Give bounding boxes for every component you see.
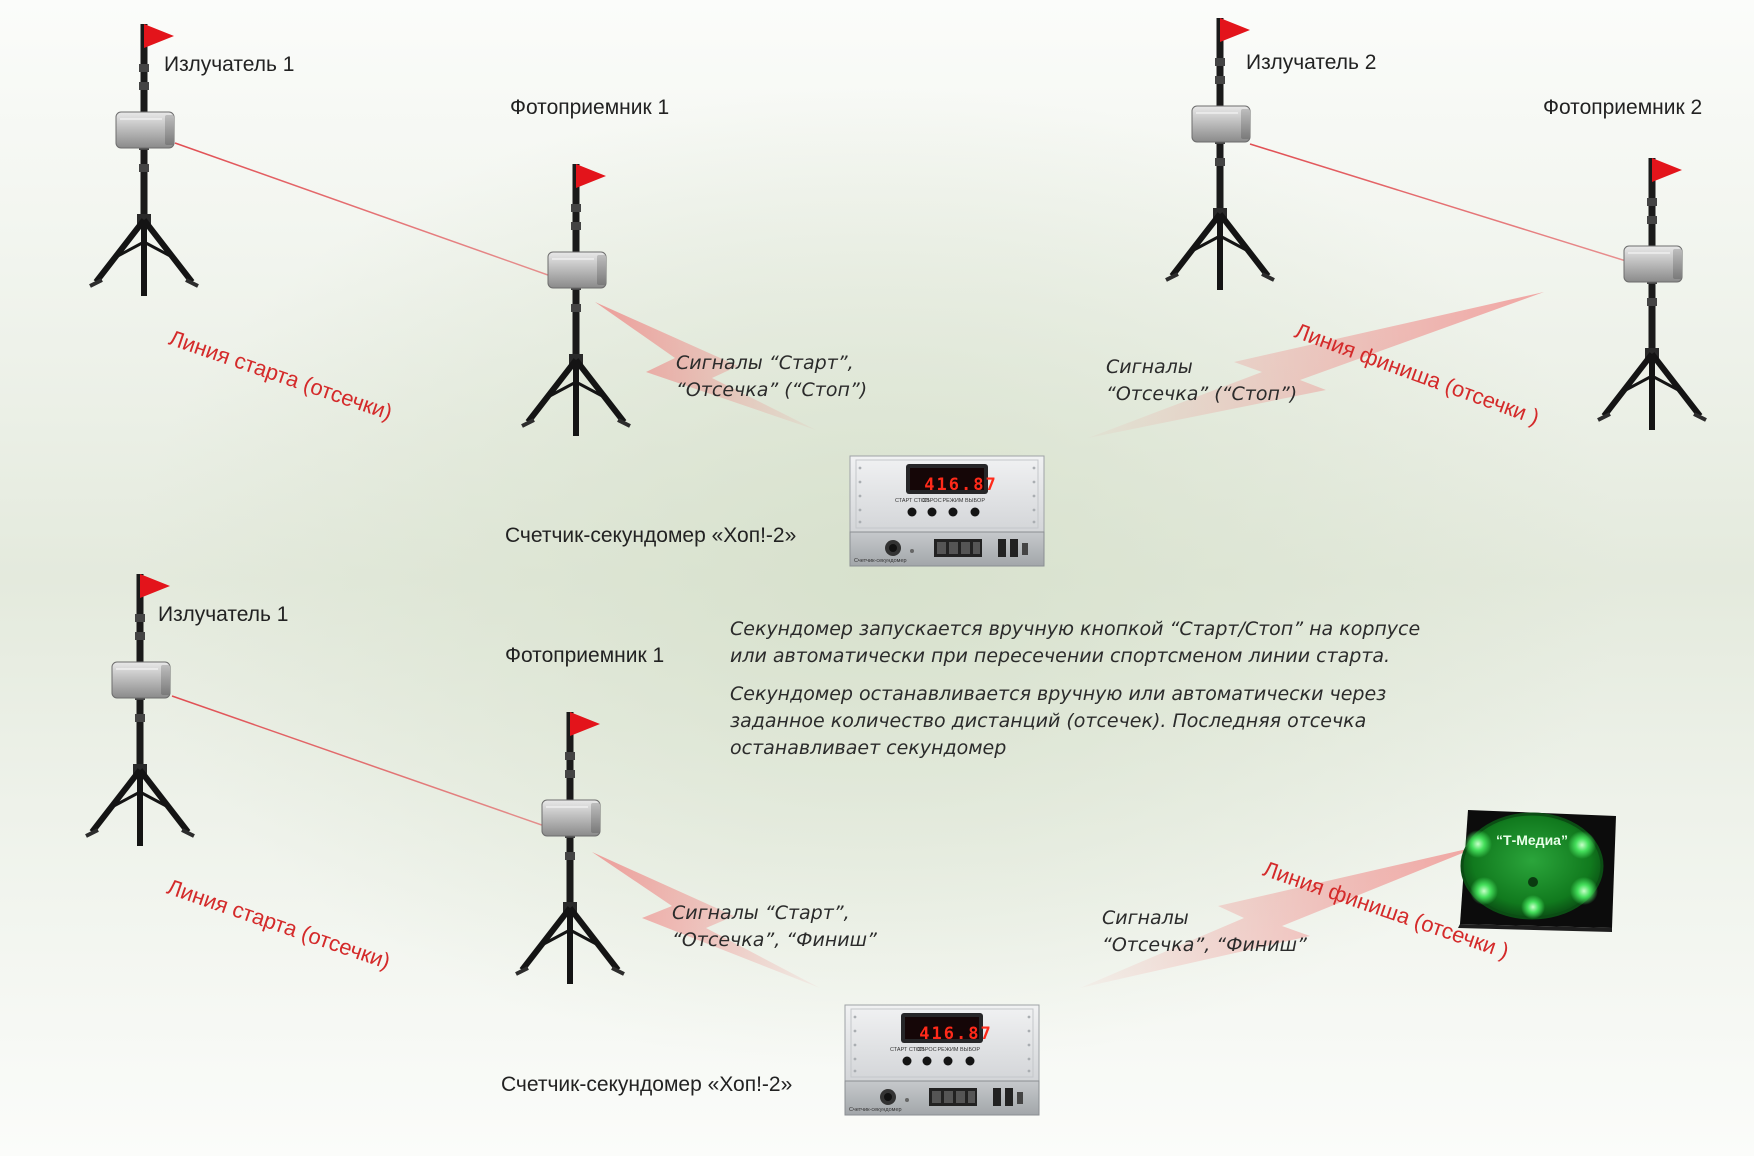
laser-beam-start-top <box>174 142 563 281</box>
finish-pad-led <box>1521 895 1545 919</box>
signals-left-bottom: Сигналы “Старт”, “Отсечка”, “Финиш” <box>672 900 877 954</box>
btn-label-reset-bottom: СБРОС <box>917 1047 936 1053</box>
btn-label-start-top: СТАРТ СТОП <box>895 498 929 504</box>
emitter1-label-top: Излучатель 1 <box>164 53 295 76</box>
receiver2-label-top: Фотоприемник 2 <box>1543 96 1703 119</box>
btn-label-select-bottom: ВЫБОР <box>960 1047 980 1053</box>
btn-label-reset-top: СБРОС <box>922 498 941 504</box>
timer-device-bottom <box>844 1004 1040 1116</box>
signals-left-top-line2: “Отсечка” (“Стоп”) <box>676 379 868 401</box>
laser-beam-start-bottom <box>171 695 557 831</box>
emitter2-label-top: Излучатель 2 <box>1246 51 1377 74</box>
finish-pad-base-edge <box>1458 924 1612 932</box>
counter-label-bottom: Счетчик-секундомер «Хоп!-2» <box>501 1073 793 1096</box>
receiver1-label-top: Фотоприемник 1 <box>510 96 670 119</box>
description-p1-line2: или автоматически при пересечении спортс… <box>730 645 1391 667</box>
signal-bolt-finish-bottom <box>1080 846 1480 988</box>
laser-beam-finish-top <box>1249 143 1656 271</box>
device-caption-top: Счетчик-секундомер <box>854 558 907 564</box>
btn-label-start-bottom: СТАРТ СТОП <box>890 1047 924 1053</box>
signals-right-bottom-line1: Сигналы <box>1102 907 1189 929</box>
finish-pad-led <box>1470 877 1498 905</box>
description-p2-line3: останавливает секундомер <box>730 737 1007 759</box>
signals-left-bottom-line1: Сигналы “Старт”, <box>672 902 850 924</box>
signal-bolt-start-top <box>595 302 816 430</box>
receiver2-tripod-top <box>1598 158 1706 430</box>
signals-right-top: Сигналы “Отсечка” (“Стоп”) <box>1106 354 1297 408</box>
receiver1-label-bottom: Фотоприемник 1 <box>505 644 665 667</box>
finish-pad-sensor <box>1528 877 1538 887</box>
finish-pad-led <box>1464 830 1492 858</box>
timer-display-bottom: 416.87 <box>919 1024 992 1044</box>
counter-label-top: Счетчик-секундомер «Хоп!-2» <box>505 524 797 547</box>
finish-pad-led <box>1568 831 1596 859</box>
device-caption-bottom: Счетчик-секундомер <box>849 1107 902 1113</box>
description-paragraph-2: Секундомер останавливается вручную или а… <box>730 681 1386 762</box>
description-p2-line2: заданное количество дистанций (отсечек).… <box>730 710 1367 732</box>
signals-left-top: Сигналы “Старт”, “Отсечка” (“Стоп”) <box>676 350 867 404</box>
receiver1-tripod-bottom <box>516 712 624 984</box>
btn-label-mode-bottom: РЕЖИМ <box>938 1047 959 1053</box>
timer-device-top <box>849 455 1045 567</box>
timer-display-top: 416.87 <box>924 475 997 495</box>
signals-left-bottom-line2: “Отсечка”, “Финиш” <box>672 929 877 951</box>
signals-right-top-line2: “Отсечка” (“Стоп”) <box>1106 383 1298 405</box>
description-p1-line1: Секундомер запускается вручную кнопкой “… <box>730 618 1421 640</box>
emitter1-label-bottom: Излучатель 1 <box>158 603 289 626</box>
finish-pad-led <box>1570 877 1598 905</box>
description-p2-line1: Секундомер останавливается вручную или а… <box>730 683 1387 705</box>
btn-label-mode-top: РЕЖИМ <box>943 498 964 504</box>
signals-left-top-line1: Сигналы “Старт”, <box>676 352 854 374</box>
finish-pad-logo: “Т-Медиа” <box>1496 832 1568 848</box>
description-paragraph-1: Секундомер запускается вручную кнопкой “… <box>730 616 1420 670</box>
signals-right-bottom: Сигналы “Отсечка”, “Финиш” <box>1102 905 1307 959</box>
btn-label-select-top: ВЫБОР <box>965 498 985 504</box>
receiver1-tripod-top <box>522 164 630 436</box>
finish-pad: “Т-Медиа” <box>1458 810 1616 932</box>
signals-right-top-line1: Сигналы <box>1106 356 1193 378</box>
signals-right-bottom-line2: “Отсечка”, “Финиш” <box>1102 934 1307 956</box>
signal-bolt-start-bottom <box>592 852 820 988</box>
signal-bolt-finish-top <box>1088 292 1544 438</box>
